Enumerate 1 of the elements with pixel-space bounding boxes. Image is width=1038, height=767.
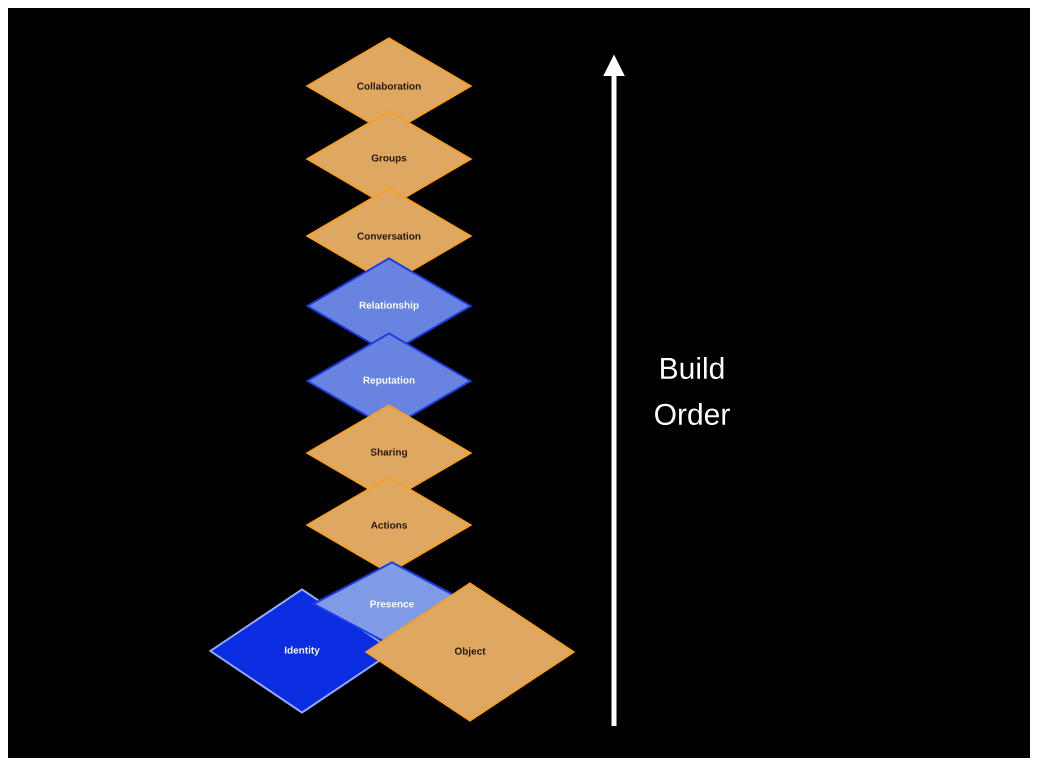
axis-label: Build Order bbox=[655, 357, 730, 425]
